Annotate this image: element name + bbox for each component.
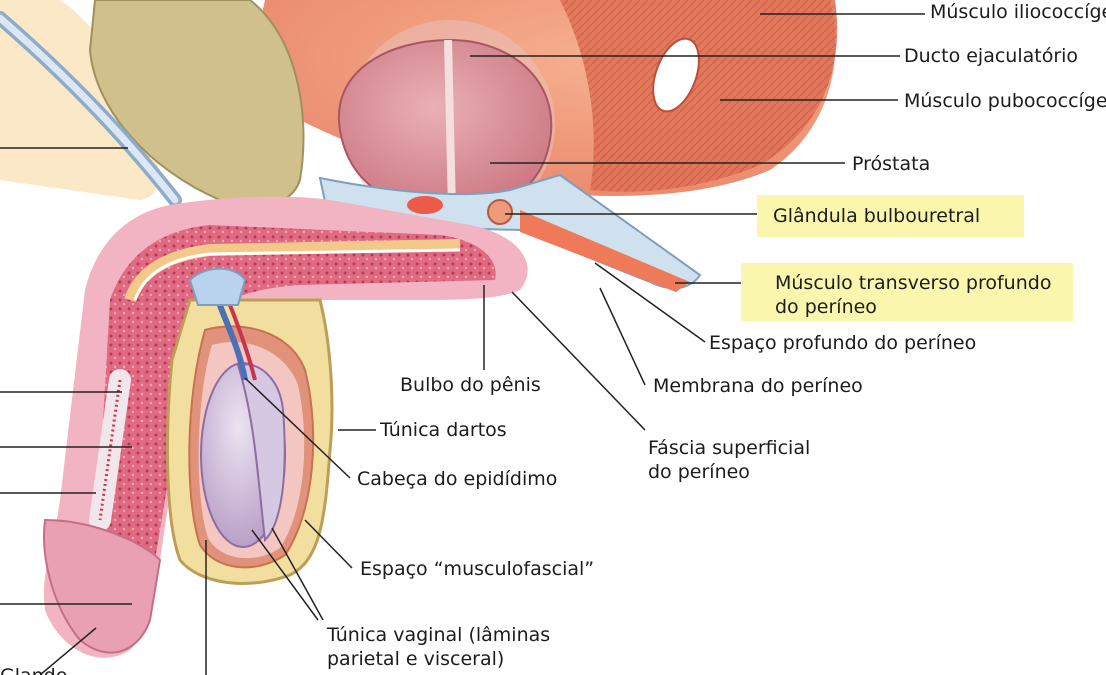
label-musculo-transverso-line1: Músculo transverso profundo — [775, 272, 1052, 294]
deep-transverse-perineal-muscle — [520, 210, 690, 292]
label-espaco-musculofascial: Espaço “musculofascial” — [360, 558, 595, 580]
obturator-opening — [652, 37, 700, 113]
label-fascia-superficial-line2: do períneo — [648, 461, 750, 483]
label-tunica-dartos: Túnica dartos — [380, 419, 507, 441]
bulbourethral-gland — [487, 199, 513, 225]
epididymis-head — [236, 363, 286, 543]
label-cabeca-epididimo: Cabeça do epidídimo — [357, 468, 558, 490]
label-bulbo-penis: Bulbo do pênis — [400, 374, 541, 396]
label-tunica-vaginal-line2: parietal e visceral) — [327, 648, 505, 670]
highlight-musculo-transverso — [741, 263, 1073, 321]
label-espaco-profundo: Espaço profundo do períneo — [709, 332, 977, 354]
label-glandula-bulbouretral: Glândula bulbouretral — [757, 195, 1024, 237]
perineal-membrane — [318, 173, 702, 292]
label-tunica-vaginal-line1: Túnica vaginal (lâminas — [327, 624, 551, 646]
pubic-symphysis — [0, 0, 305, 207]
label-prostata: Próstata — [852, 153, 931, 175]
scrotum — [165, 267, 334, 585]
label-musculo-pubococcigeo: Músculo pubococcígeo — [904, 90, 1106, 112]
label-glande-partial: Glande — [0, 664, 67, 675]
label-musculo-iliococcigeo: Músculo iliococcígeo — [930, 1, 1106, 23]
leader-lines — [0, 13, 925, 675]
label-fascia-superficial-line1: Fáscia superficial — [648, 437, 811, 459]
label-ducto-ejaculatorio: Ducto ejaculatório — [904, 45, 1079, 67]
label-musculo-transverso-line2: do períneo — [775, 296, 877, 318]
label-membrana-perineo: Membrana do períneo — [653, 375, 863, 397]
glans — [43, 518, 162, 654]
